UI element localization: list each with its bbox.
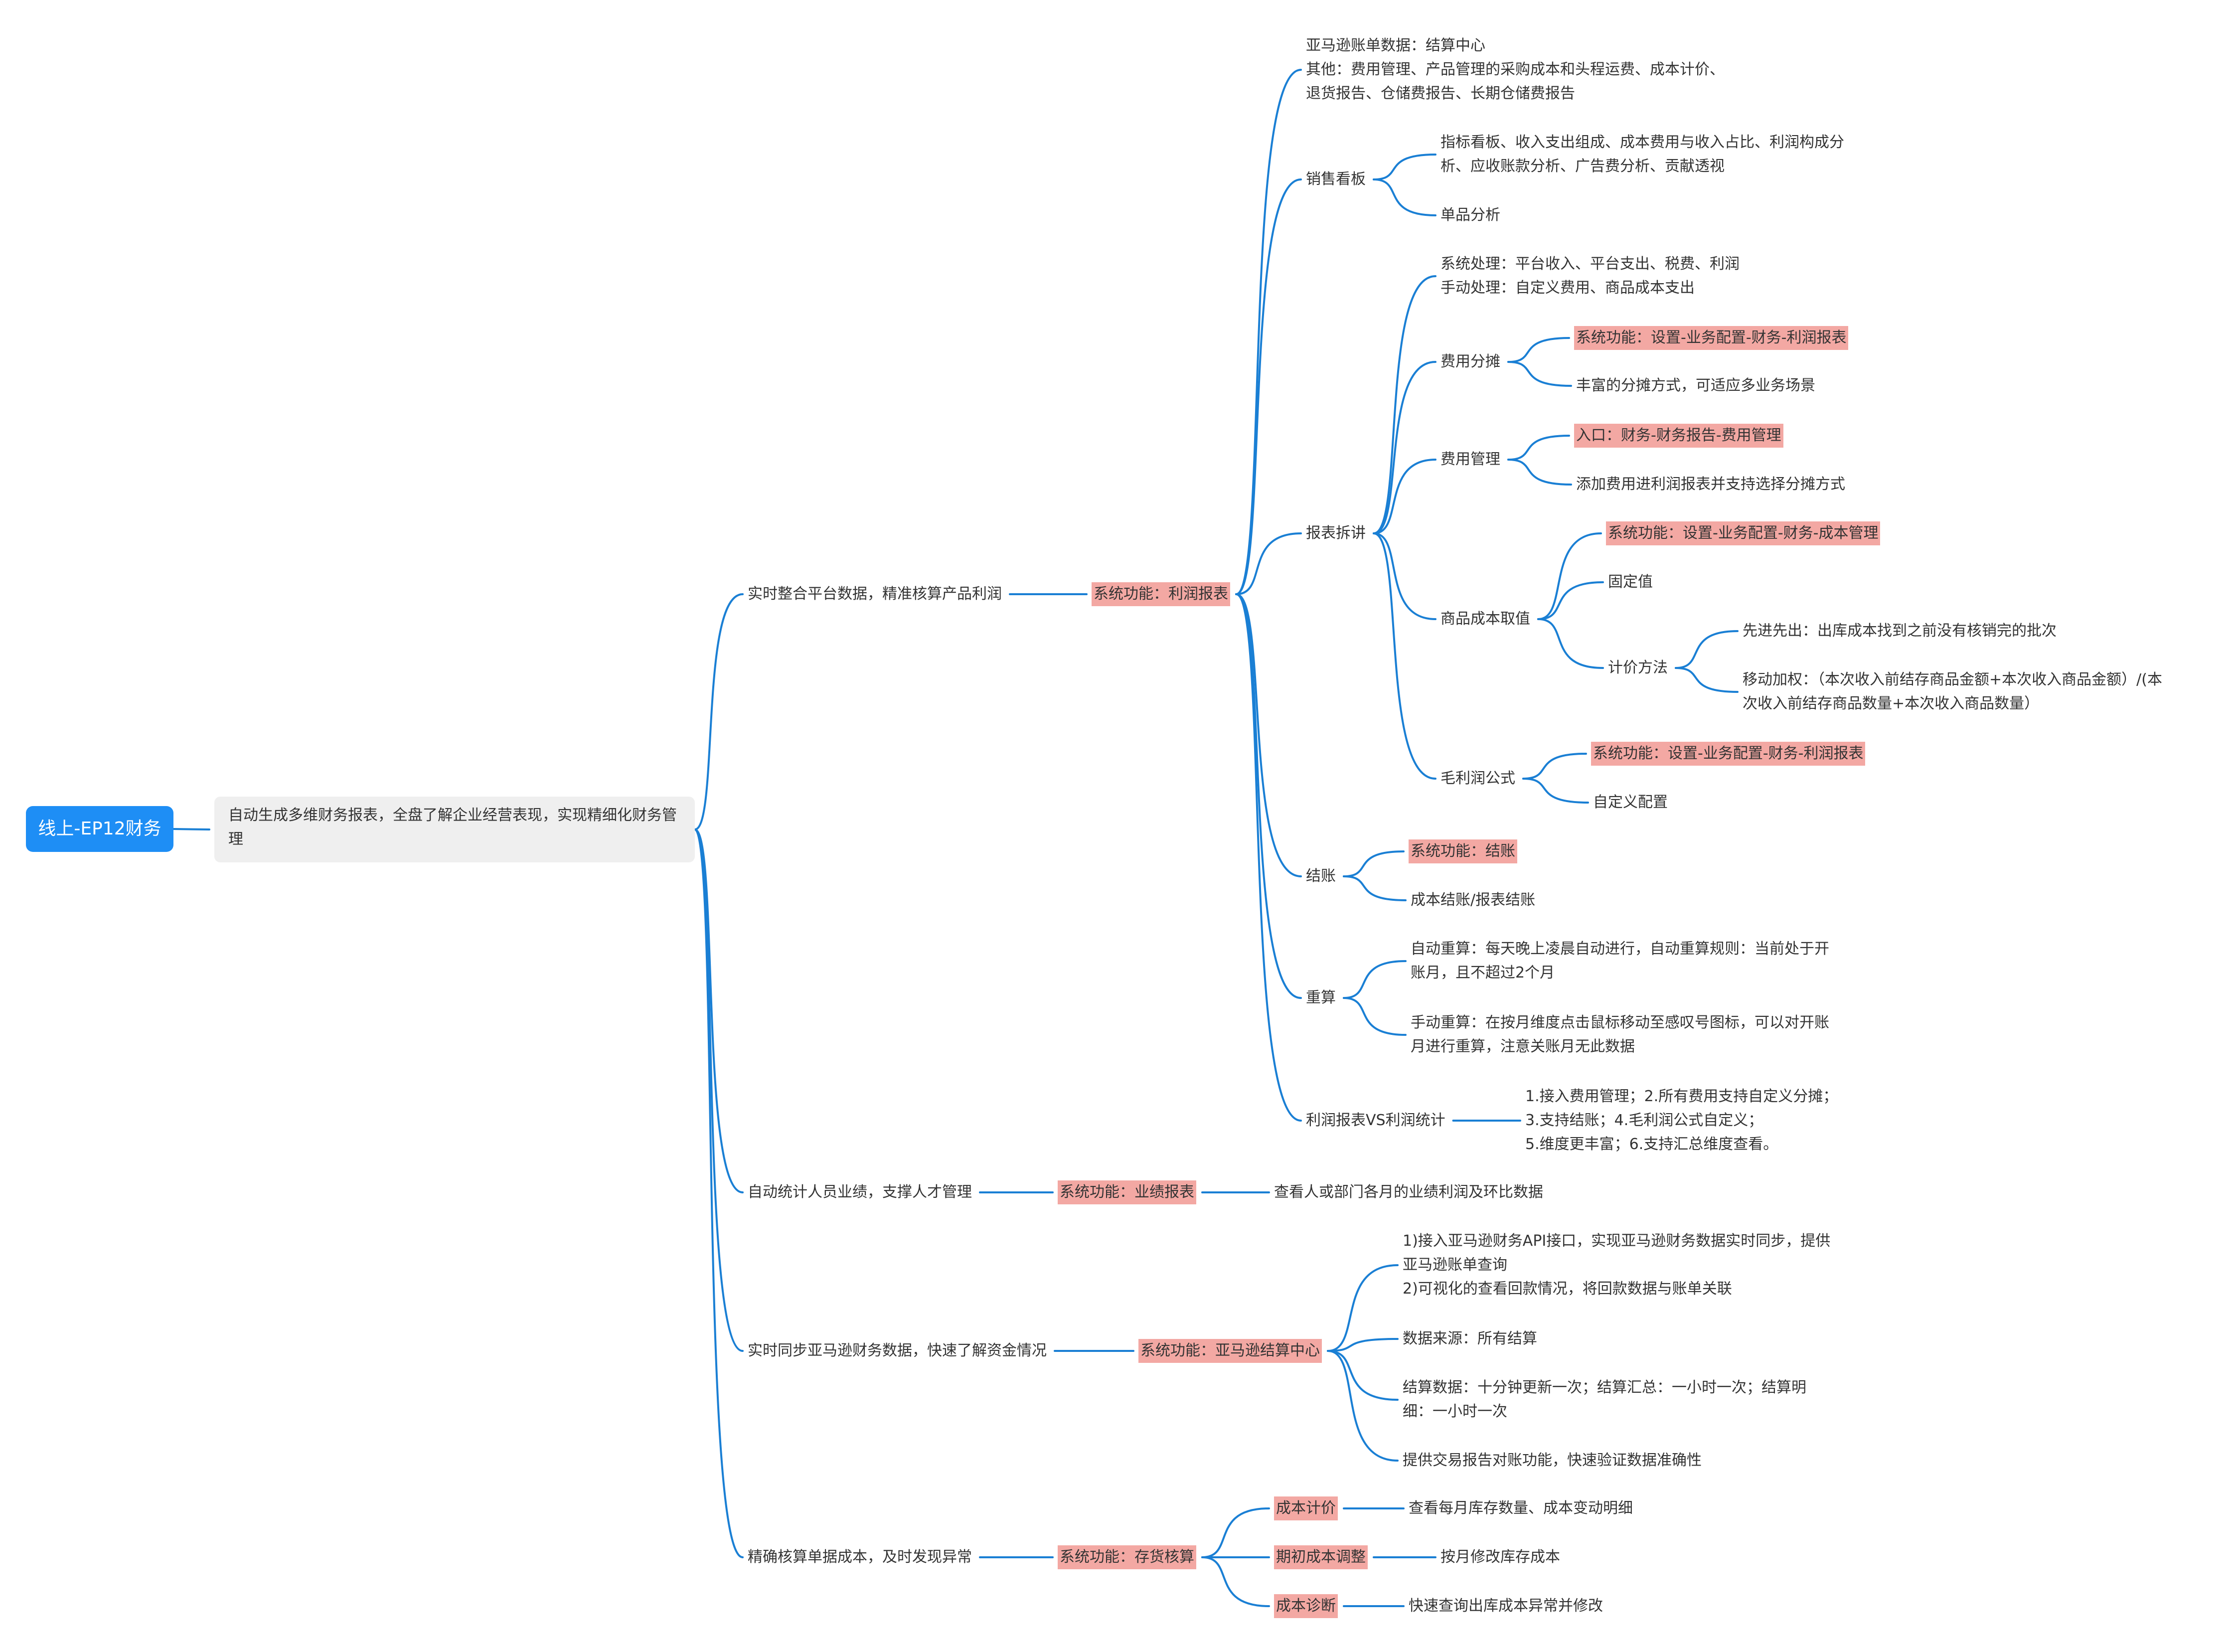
connector-recalc-recalc1 xyxy=(1343,960,1407,999)
opening-cost-adjustment[interactable]: 期初成本调整 xyxy=(1274,1545,1368,1569)
amazon-data-source[interactable]: 数据来源：所有结算 xyxy=(1403,1330,1537,1347)
branch-amazon-sync-summary[interactable]: 实时同步亚马逊财务数据，快速了解资金情况 xyxy=(748,1342,1047,1359)
auto-recalc[interactable]: 自动重算：每天晚上凌晨自动进行，自动重算规则：当前处于开 账月，且不超过2个月 xyxy=(1411,940,1829,982)
connector-mar-mar1 xyxy=(1522,753,1587,780)
closing[interactable]: 结账 xyxy=(1306,867,1336,885)
connector-sales-sales1 xyxy=(1373,154,1436,180)
feature-profit-report[interactable]: 系统功能：利润报表 xyxy=(1092,582,1230,606)
manual-recalc[interactable]: 手动重算：在按月维度点击鼠标移动至感叹号图标，可以对开账 月进行重算，注意关账月… xyxy=(1411,1014,1829,1055)
fifo-method[interactable]: 先进先出：出库成本找到之前没有核销完的批次 xyxy=(1743,622,2057,640)
connector-b1s-vs xyxy=(1235,593,1302,1122)
connector-alloc-alloc1 xyxy=(1507,337,1570,363)
connector-sales-sales2 xyxy=(1373,178,1436,216)
gross-margin-formula[interactable]: 毛利润公式 xyxy=(1440,770,1515,787)
connector-b1s-src xyxy=(1235,69,1302,595)
connector-b1s-rep xyxy=(1235,532,1302,595)
connector-cost-cost1 xyxy=(1537,532,1602,620)
amazon-api-desc[interactable]: 1)接入亚马逊财务API接口，实现亚马逊财务数据实时同步，提供 亚马逊账单查询 … xyxy=(1403,1232,1831,1298)
connector-b3s-b3d2 xyxy=(1327,1338,1399,1352)
connector-b1s-close xyxy=(1235,593,1302,877)
amazon-reconciliation[interactable]: 提供交易报告对账功能，快速验证数据准确性 xyxy=(1403,1452,1702,1469)
connector-center-b1 xyxy=(694,593,744,830)
feature-closing[interactable]: 系统功能：结账 xyxy=(1409,839,1517,863)
feature-inventory-accounting[interactable]: 系统功能：存货核算 xyxy=(1058,1545,1196,1569)
connector-alloc-alloc2 xyxy=(1507,361,1572,387)
connector-b1s-recalc xyxy=(1235,593,1302,999)
connector-cost-cost2 xyxy=(1537,581,1604,620)
custom-config[interactable]: 自定义配置 xyxy=(1593,794,1668,811)
connector-exp-exp1 xyxy=(1507,435,1570,461)
connector-center-b2 xyxy=(694,828,744,1193)
cost-valuation[interactable]: 成本计价 xyxy=(1274,1496,1338,1520)
expense-desc[interactable]: 添加费用进利润报表并支持选择分摊方式 xyxy=(1576,476,1845,493)
expense-entry[interactable]: 入口：财务-财务报告-费用管理 xyxy=(1574,424,1783,448)
recalculation[interactable]: 重算 xyxy=(1306,989,1336,1006)
expense-allocation[interactable]: 费用分摊 xyxy=(1440,353,1500,370)
root-node[interactable]: 线上-EP12财务 xyxy=(26,806,173,852)
product-cost-value[interactable]: 商品成本取值 xyxy=(1440,610,1530,628)
connector-rep-mar xyxy=(1373,532,1436,780)
connector-b4s-c1 xyxy=(1201,1507,1270,1558)
connector-close-close1 xyxy=(1343,850,1405,877)
connector-rep-proc xyxy=(1373,275,1436,534)
feature-cost-management[interactable]: 系统功能：设置-业务配置-财务-成本管理 xyxy=(1606,521,1881,545)
report-breakdown[interactable]: 报表拆讲 xyxy=(1306,524,1366,542)
branch-inventory-cost-summary[interactable]: 精确核算单据成本，及时发现异常 xyxy=(748,1548,972,1566)
center-topic[interactable]: 自动生成多维财务报表，全盘了解企业经营表现，实现精细化财务管理 xyxy=(214,797,695,862)
connector-center-b4 xyxy=(694,828,744,1558)
feature-performance-report[interactable]: 系统功能：业绩报表 xyxy=(1058,1180,1196,1204)
connector-rep-cost xyxy=(1373,532,1436,620)
connector-b1s-sales xyxy=(1235,178,1302,595)
connector-b3s-b3d4 xyxy=(1327,1350,1399,1462)
feature-allocation-setting[interactable]: 系统功能：设置-业务配置-财务-利润报表 xyxy=(1574,326,1849,350)
cost-diagnosis[interactable]: 成本诊断 xyxy=(1274,1594,1338,1618)
moving-average-method[interactable]: 移动加权：（本次收入前结存商品金额+本次收入商品金额）/(本 次收入前结存商品数… xyxy=(1743,671,2162,712)
fixed-value[interactable]: 固定值 xyxy=(1608,573,1653,591)
connector-cost-cost3 xyxy=(1537,618,1604,669)
feature-amazon-settlement[interactable]: 系统功能：亚马逊结算中心 xyxy=(1138,1339,1322,1363)
connector-rep-alloc xyxy=(1373,361,1436,534)
sales-dashboard-items[interactable]: 指标看板、收入支出组成、成本费用与收入占比、利润构成分 析、应收账款分析、广告费… xyxy=(1440,134,1844,175)
opening-cost-adjustment-desc[interactable]: 按月修改库存成本 xyxy=(1440,1548,1560,1566)
expense-management[interactable]: 费用管理 xyxy=(1440,451,1500,468)
amazon-update-frequency[interactable]: 结算数据：十分钟更新一次；结算汇总：一小时一次；结算明 细：一小时一次 xyxy=(1403,1379,1806,1420)
branch-performance-summary[interactable]: 自动统计人员业绩，支撑人才管理 xyxy=(748,1183,972,1201)
connector-b4s-c3 xyxy=(1201,1556,1270,1607)
closing-desc[interactable]: 成本结账/报表结账 xyxy=(1411,891,1536,909)
connector-cost3-moving xyxy=(1675,667,1739,693)
connector-mar-mar2 xyxy=(1522,778,1589,804)
cost-diagnosis-desc[interactable]: 快速查询出库成本异常并修改 xyxy=(1409,1597,1603,1615)
single-product-analysis[interactable]: 单品分析 xyxy=(1440,206,1500,224)
performance-desc[interactable]: 查看人或部门各月的业绩利润及环比数据 xyxy=(1274,1183,1543,1201)
valuation-method[interactable]: 计价方法 xyxy=(1608,659,1668,676)
connector-recalc-recalc2 xyxy=(1343,997,1407,1036)
connector-b3s-b3d1 xyxy=(1327,1264,1399,1352)
allocation-desc[interactable]: 丰富的分摊方式，可适应多业务场景 xyxy=(1576,377,1815,394)
branch-profit-summary[interactable]: 实时整合平台数据，精准核算产品利润 xyxy=(748,585,1002,603)
connector-b3s-b3d3 xyxy=(1327,1350,1399,1401)
sales-dashboard[interactable]: 销售看板 xyxy=(1306,170,1366,188)
connector-exp-exp2 xyxy=(1507,459,1572,486)
report-processing[interactable]: 系统处理：平台收入、平台支出、税费、利润 手动处理：自定义费用、商品成本支出 xyxy=(1440,255,1740,297)
data-source-note[interactable]: 亚马逊账单数据：结算中心 其他：费用管理、产品管理的采购成本和头程运费、成本计价… xyxy=(1306,37,1725,102)
profit-report-vs-stats-desc[interactable]: 1.接入费用管理；2.所有费用支持自定义分摊； 3.支持结账；4.毛利润公式自定… xyxy=(1525,1088,1838,1153)
profit-report-vs-stats[interactable]: 利润报表VS利润统计 xyxy=(1306,1112,1445,1129)
connector-close-close2 xyxy=(1343,875,1407,901)
connector-cost3-fifo xyxy=(1675,630,1739,669)
connector-rep-exp xyxy=(1373,459,1436,534)
cost-valuation-desc[interactable]: 查看每月库存数量、成本变动明细 xyxy=(1409,1499,1633,1517)
feature-margin-setting[interactable]: 系统功能：设置-业务配置-财务-利润报表 xyxy=(1591,742,1866,766)
